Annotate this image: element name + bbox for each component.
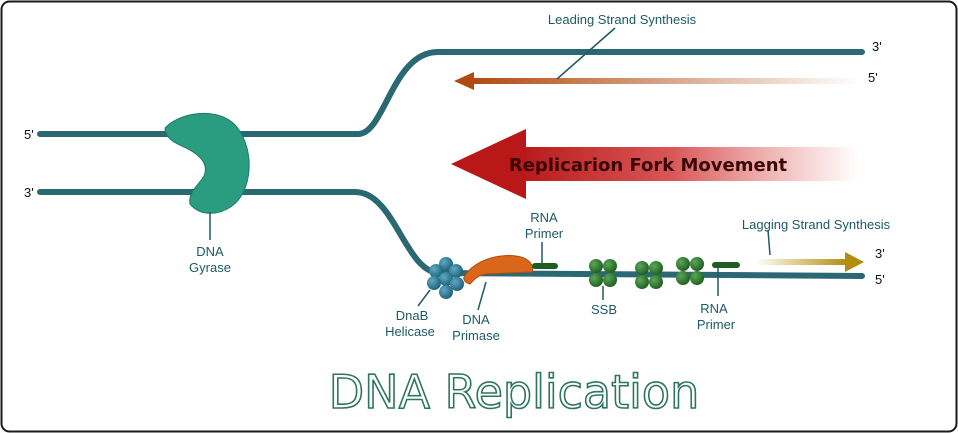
diagram-title: DNA Replication: [329, 365, 699, 419]
rna-primer-bottom-icon: [712, 262, 740, 268]
ssb-cluster-3: [676, 257, 704, 285]
helicase-pointer: [417, 289, 431, 307]
top-parent-strand: [37, 49, 865, 137]
end-left-bottom: 3': [24, 185, 34, 200]
gyrase-label-line1: DNA: [196, 244, 224, 259]
end-right-lagging: 3': [875, 246, 885, 261]
rna-primer-bottom-label-line2: Primer: [697, 317, 736, 332]
gyrase-label-line2: Gyrase: [189, 260, 231, 275]
ssb-cluster-2: [635, 261, 663, 289]
end-right-top-strand: 3': [872, 39, 882, 54]
fork-movement-label: Replicarion Fork Movement: [509, 155, 788, 176]
primase-icon: [463, 255, 534, 285]
end-right-leading: 5': [868, 70, 878, 85]
end-right-bottom-strand: 5': [875, 272, 885, 287]
rna-primer-top-label-line2: Primer: [525, 226, 564, 241]
rna-primer-top-label-line1: RNA: [530, 210, 558, 225]
primase-label-line2: Primase: [452, 328, 500, 343]
lagging-strand-label: Lagging Strand Synthesis: [742, 217, 891, 232]
rna-primer-top-icon: [532, 263, 558, 269]
leading-strand-pointer: [556, 27, 616, 80]
fork-movement-arrow: [451, 129, 860, 199]
helicase-icon: [427, 257, 464, 299]
primase-label-line1: DNA: [462, 312, 490, 327]
ssb-cluster-1: [589, 259, 617, 287]
lagging-strand-pointer: [767, 229, 771, 256]
helicase-label-line1: DnaB: [396, 308, 429, 323]
rna-primer-bottom-label-line1: RNA: [700, 301, 728, 316]
gyrase-icon: [164, 112, 250, 214]
primase-pointer: [477, 281, 487, 311]
helicase-label-line2: Helicase: [385, 324, 435, 339]
lagging-strand-arrow: [755, 252, 864, 272]
leading-strand-arrow: [454, 72, 860, 90]
ssb-label: SSB: [591, 302, 617, 317]
leading-strand-label: Leading Strand Synthesis: [548, 12, 697, 27]
end-left-top: 5': [24, 127, 34, 142]
